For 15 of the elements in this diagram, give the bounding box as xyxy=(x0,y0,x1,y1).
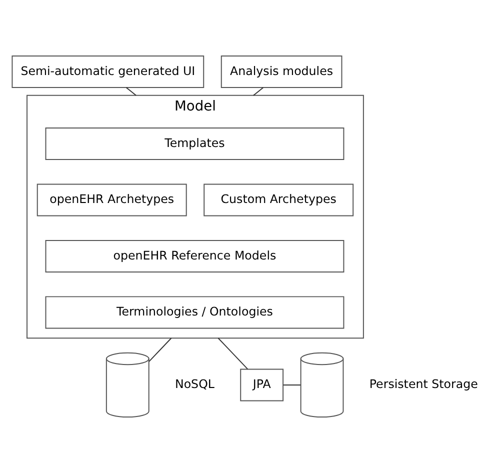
node-box: Templates xyxy=(45,127,344,160)
node-label: Persistent Storage xyxy=(369,377,478,392)
connector xyxy=(252,87,264,96)
node-box: JPA xyxy=(240,368,284,402)
node-label: NoSQL xyxy=(174,377,214,392)
connector xyxy=(218,338,248,370)
connector xyxy=(282,384,302,386)
connector xyxy=(148,338,172,362)
node-box: openEHR Archetypes xyxy=(36,184,187,216)
node-box: Custom Archetypes xyxy=(204,184,354,216)
node-box: Semi-automatic generated UI xyxy=(12,55,204,88)
node-box: Terminologies / Ontologies xyxy=(45,296,344,329)
connector xyxy=(126,87,137,96)
node-box: openEHR Reference Models xyxy=(45,240,344,273)
node-box: Analysis modules xyxy=(220,55,342,88)
